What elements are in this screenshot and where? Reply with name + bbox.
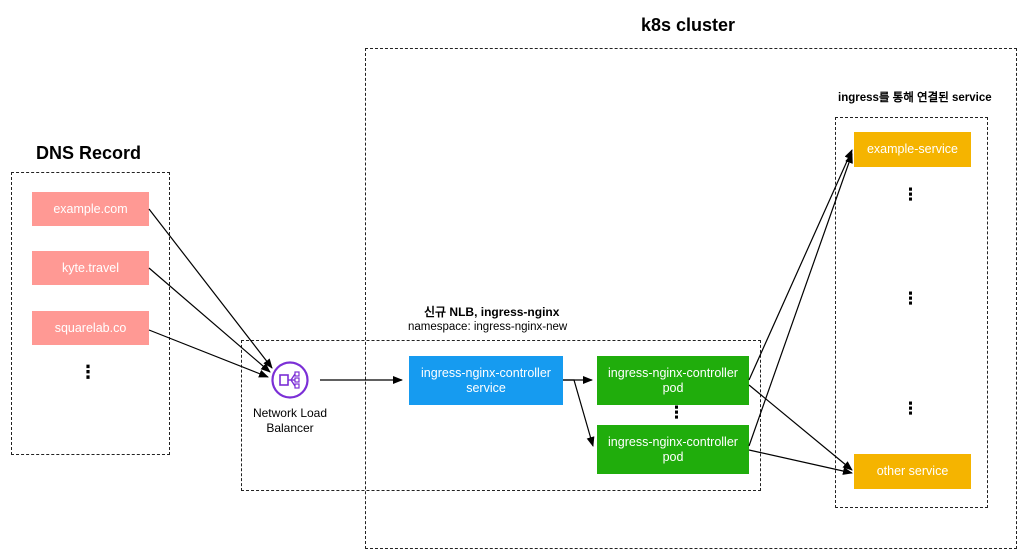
ingress-controller-pod-1: ingress-nginx-controller pod <box>597 356 749 405</box>
network-load-balancer-label: Network Load Balancer <box>252 406 328 435</box>
nlb-namespace-label: namespace: ingress-nginx-new <box>408 321 568 333</box>
k8s-cluster-boundary <box>365 48 1017 549</box>
service-other: other service <box>854 454 971 489</box>
services-group <box>835 117 988 508</box>
arrow-squarelab-to-nlb <box>148 329 269 378</box>
arrow-kyte-to-nlb <box>148 267 271 373</box>
network-load-balancer-icon <box>270 360 310 400</box>
service-example: example-service <box>854 132 971 167</box>
nlb-ingress-group <box>241 340 761 491</box>
nlb-group-title: 신규 NLB, ingress-nginx <box>424 305 560 319</box>
pods-more-dots: ⋮ <box>668 403 685 422</box>
arrow-example-to-nlb <box>148 208 273 369</box>
dns-record-squarelab: squarelab.co <box>32 311 149 345</box>
dns-record-example: example.com <box>32 192 149 226</box>
arrow-pod2-to-example <box>748 153 853 447</box>
dns-record-kyte: kyte.travel <box>32 251 149 285</box>
services-more-dots-3: ⋮ <box>902 399 919 418</box>
arrow-pod2-to-other <box>748 449 853 475</box>
dns-record-title: DNS Record <box>36 143 142 163</box>
ingress-controller-pod-2: ingress-nginx-controller pod <box>597 425 749 474</box>
dns-record-group <box>11 172 170 455</box>
ingress-controller-service: ingress-nginx-controller service <box>409 356 563 405</box>
services-more-dots-2: ⋮ <box>902 289 919 308</box>
arrow-service-to-pod-2 <box>563 379 595 447</box>
services-more-dots-1: ⋮ <box>902 185 919 204</box>
services-group-title: ingress를 통해 연결된 service <box>838 92 992 104</box>
k8s-cluster-title: k8s cluster <box>641 15 736 35</box>
arrow-pod1-to-example <box>748 149 853 381</box>
dns-more-dots: ⋮ <box>79 362 97 382</box>
arrow-pod1-to-other <box>748 384 853 471</box>
